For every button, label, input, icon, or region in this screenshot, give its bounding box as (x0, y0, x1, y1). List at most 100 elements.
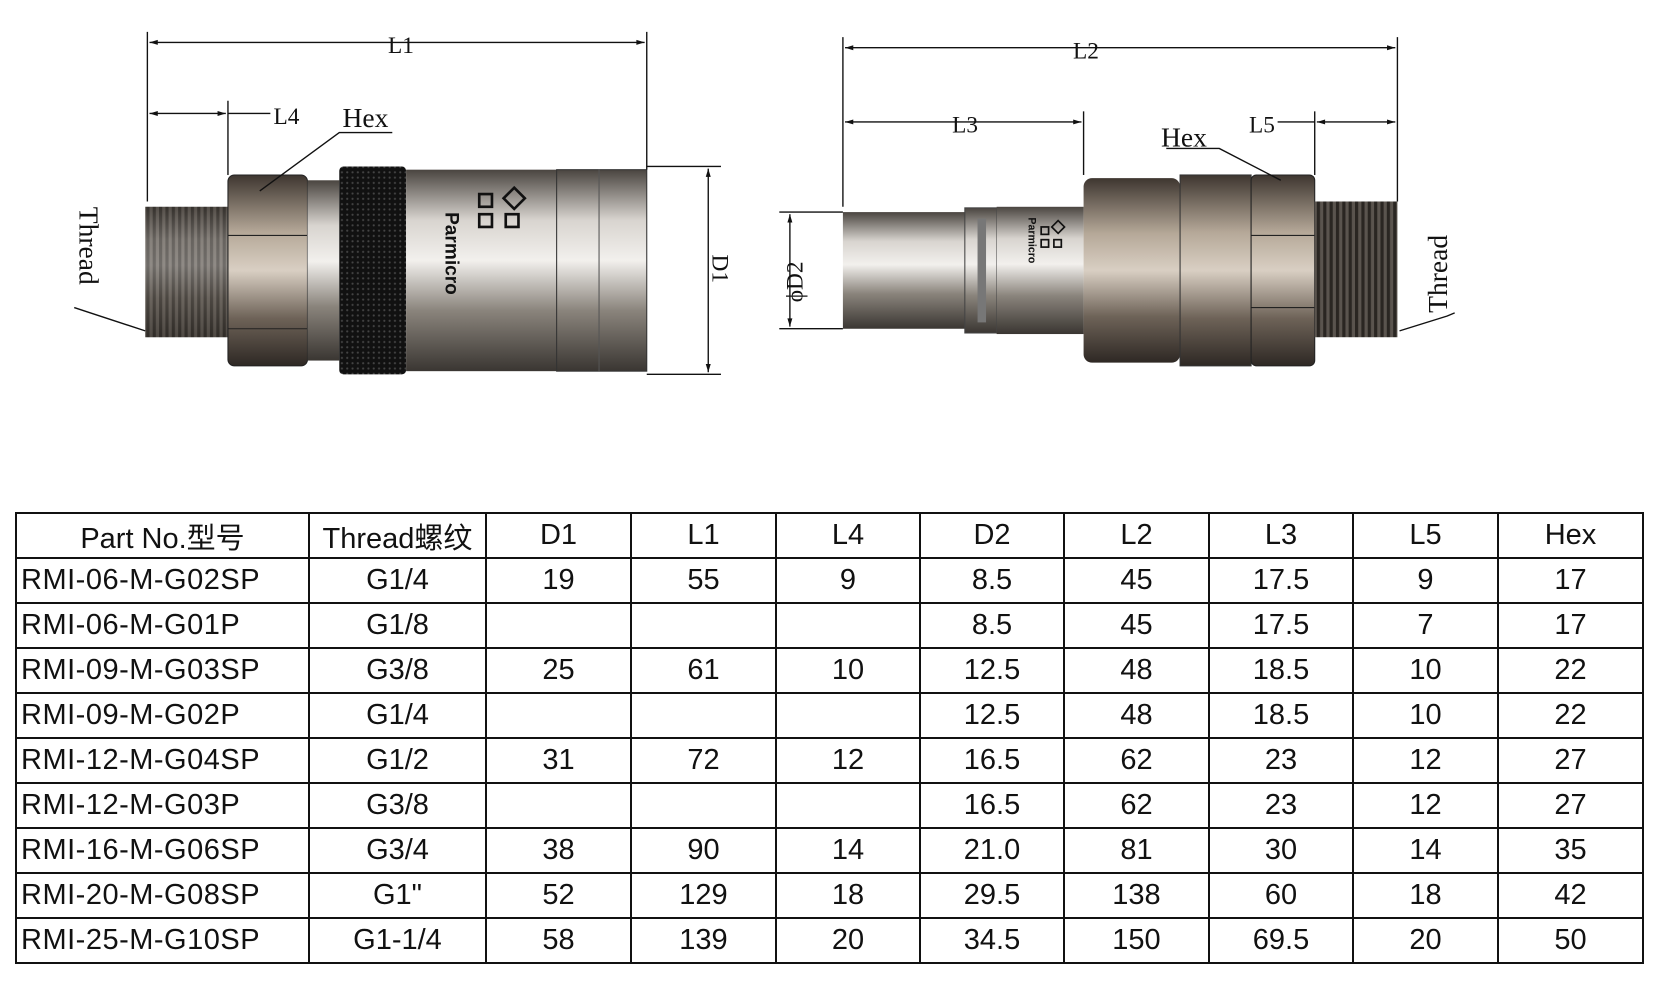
table-cell: 30 (1208, 827, 1354, 874)
table-cell: 12.5 (919, 692, 1065, 739)
table-cell: 27 (1497, 782, 1644, 829)
table-cell: 14 (775, 827, 921, 874)
table-cell: 17 (1497, 602, 1644, 649)
table-cell (630, 782, 777, 829)
table-cell: 62 (1063, 737, 1210, 784)
table-cell (485, 602, 632, 649)
table-cell: G1/4 (308, 557, 487, 604)
logo-mark-icon (1040, 219, 1066, 248)
table-cell (775, 782, 921, 829)
table-cell: 12.5 (919, 647, 1065, 694)
table-cell: 35 (1497, 827, 1644, 874)
table-cell: 55 (630, 557, 777, 604)
label-d2: ϕD2 (783, 261, 809, 302)
table-cell: 27 (1497, 737, 1644, 784)
table-cell: 17.5 (1208, 557, 1354, 604)
table-cell: 138 (1063, 872, 1210, 919)
table-cell: 62 (1063, 782, 1210, 829)
table-cell: 69.5 (1208, 917, 1354, 964)
table-cell: 23 (1208, 737, 1354, 784)
table-cell: 12 (1352, 782, 1499, 829)
table-cell: 18.5 (1208, 647, 1354, 694)
label-hex: Hex (342, 102, 388, 133)
table-cell: 18 (775, 872, 921, 919)
table-cell: 9 (1352, 557, 1499, 604)
brand-logo: Parmicro (1025, 217, 1037, 263)
part-number-cell: RMI-09-M-G02P (15, 692, 310, 739)
table-cell: 10 (1352, 692, 1499, 739)
table-cell: 12 (775, 737, 921, 784)
table-cell: 9 (775, 557, 921, 604)
column-header: L1 (630, 512, 777, 559)
table-cell: 42 (1497, 872, 1644, 919)
table-cell (630, 692, 777, 739)
column-header: L3 (1208, 512, 1354, 559)
part-number-cell: RMI-06-M-G01P (15, 602, 310, 649)
table-cell (775, 602, 921, 649)
column-header: L2 (1063, 512, 1210, 559)
label-l1: L1 (388, 33, 414, 59)
table-cell (485, 692, 632, 739)
label-thread: Thread (1422, 235, 1453, 313)
table-cell: 10 (775, 647, 921, 694)
table-cell: 10 (1352, 647, 1499, 694)
plug-part: Parmicro (842, 174, 1398, 367)
table-cell: 17.5 (1208, 602, 1354, 649)
brand-logo: Parmicro (440, 212, 461, 295)
table-cell (630, 602, 777, 649)
table-cell: G3/8 (308, 647, 487, 694)
label-thread: Thread (74, 207, 105, 285)
table-cell: 58 (485, 917, 632, 964)
table-cell: 8.5 (919, 557, 1065, 604)
table-cell: 31 (485, 737, 632, 784)
table-cell: 129 (630, 872, 777, 919)
table-cell: 14 (1352, 827, 1499, 874)
table-cell: G1/2 (308, 737, 487, 784)
table-cell: 23 (1208, 782, 1354, 829)
table-cell: G1" (308, 872, 487, 919)
table-cell (485, 782, 632, 829)
table-cell: 48 (1063, 647, 1210, 694)
table-cell: G3/4 (308, 827, 487, 874)
table-cell: 34.5 (919, 917, 1065, 964)
table-cell: 19 (485, 557, 632, 604)
table-cell: G1/4 (308, 692, 487, 739)
table-cell: 90 (630, 827, 777, 874)
table-cell: 12 (1352, 737, 1499, 784)
column-header: D1 (485, 512, 632, 559)
table-cell: 60 (1208, 872, 1354, 919)
logo-mark-icon (477, 185, 527, 229)
label-hex: Hex (1161, 121, 1207, 152)
table-cell: 8.5 (919, 602, 1065, 649)
part-number-cell: RMI-12-M-G04SP (15, 737, 310, 784)
part-number-cell: RMI-12-M-G03P (15, 782, 310, 829)
table-cell: 52 (485, 872, 632, 919)
table-cell: 22 (1497, 692, 1644, 739)
table-cell: 45 (1063, 557, 1210, 604)
table-cell: G3/8 (308, 782, 487, 829)
table-cell: 22 (1497, 647, 1644, 694)
socket-dimensions (74, 31, 721, 376)
column-header: D2 (919, 512, 1065, 559)
part-number-cell: RMI-06-M-G02SP (15, 557, 310, 604)
table-cell: 61 (630, 647, 777, 694)
column-header: Hex (1497, 512, 1644, 559)
part-number-cell: RMI-20-M-G08SP (15, 872, 310, 919)
table-cell: 38 (485, 827, 632, 874)
table-cell: 20 (775, 917, 921, 964)
table-cell: 7 (1352, 602, 1499, 649)
table-cell: 16.5 (919, 782, 1065, 829)
plug-dimensions (779, 37, 1455, 332)
label-l2: L2 (1073, 38, 1099, 64)
label-d1: D1 (706, 255, 732, 284)
table-cell: 150 (1063, 917, 1210, 964)
label-l5: L5 (1249, 113, 1275, 139)
table-cell: 17 (1497, 557, 1644, 604)
